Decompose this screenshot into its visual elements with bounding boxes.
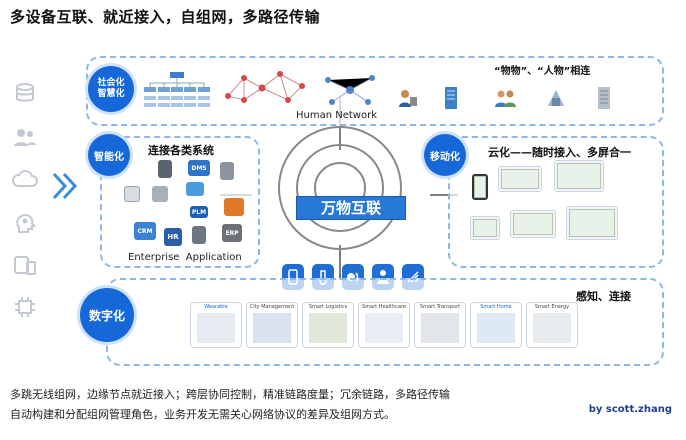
dms-badge: DMS [188,160,210,176]
right-section-header: 云化——随时接入、多屏合一 [488,146,631,159]
top-section-frame [86,56,664,126]
scene-smart-healthcare-label: Smart Healthcare [362,304,406,310]
chip-icon [12,296,38,318]
laptop-device-bottom [510,210,556,238]
side-icons [12,82,42,322]
tablet-device [470,216,500,240]
scene-smart-energy: Smart Energy [526,302,578,348]
network-graph-icon [222,66,312,110]
footer-line-1: 多跳无线组网，边缘节点就近接入；跨层协同控制，精准链路度量；冗余链路，多路径传输 [10,388,450,401]
scene-smart-energy-label: Smart Energy [534,304,570,310]
page-title: 多设备互联、就近接入，自组网，多路径传输 [10,8,321,26]
hub-banner: 万物互联 [296,196,406,220]
scene-smart-transport: Smart Transport [414,302,466,348]
org-chart-icon [142,70,212,116]
human-network-label: Human Network [296,110,377,121]
cloud-icon [12,168,38,190]
left-section-badge: 智能化 [88,134,130,176]
scene-smart-logistics: Smart Logistics [302,302,354,348]
phone-device [472,174,488,200]
scene-city-management-label: City Management [249,304,295,310]
database-icon [12,82,38,104]
plm-badge: PLM [190,206,208,218]
right-section-badge: 移动化 [424,134,466,176]
monitor-device-top [554,160,604,192]
server-rack-icon [596,86,612,114]
person-with-device-icon [398,88,418,112]
bottom-section-badge: 数字化 [80,288,134,342]
scene-wearable-label: Wearable [204,304,228,310]
people-group-icon [494,88,518,112]
top-section-badge: 社会化 智慧化 [88,66,134,112]
chevron-right-icon [50,170,82,206]
storage-icon [192,226,206,244]
building-icon [546,88,566,112]
scene-city-management: City Management [246,302,298,348]
devices-icon [12,254,38,276]
bottom-section-header: 感知、连接 [576,290,631,303]
scene-smart-home-label: Smart Home [480,304,512,310]
scene-smart-home: Smart Home [470,302,522,348]
hub-ring-outer [278,126,402,250]
left-section-header: 连接各类系统 [148,144,214,157]
author-credit: by scott.zhang [588,404,672,415]
monitor-device-bottom [566,206,618,240]
server-tower-icon [442,86,460,114]
scene-smart-logistics-label: Smart Logistics [308,304,348,310]
enterprise-application-label: Enterprise Application [128,252,242,263]
hr-badge: HR [164,228,182,246]
head-gear-icon [12,212,38,234]
cube-icon [186,182,204,196]
network-nodes-icon [320,70,380,112]
laptop-device-top [498,166,542,192]
things-people-header: “物物”、“人物”相连 [494,66,591,77]
footer-line-2: 自动构建和分配组网管理角色，业务开发无需关心网络协议的差异及组网方式。 [10,408,395,421]
people-icon [12,126,38,148]
briefcase-icon [224,198,244,216]
crm-badge: CRM [134,222,156,240]
scene-wearable: Wearable [190,302,242,348]
scene-smart-transport-label: Smart Transport [419,304,461,310]
server-icon [158,160,172,178]
right-section-frame [448,136,664,268]
cabinet-icon [220,162,234,180]
computer-icon [124,186,140,202]
erp-badge: ERP [222,224,242,242]
hub-ring-mid [296,144,384,232]
scene-smart-healthcare: Smart Healthcare [358,302,410,348]
desktop-icon [152,186,168,202]
